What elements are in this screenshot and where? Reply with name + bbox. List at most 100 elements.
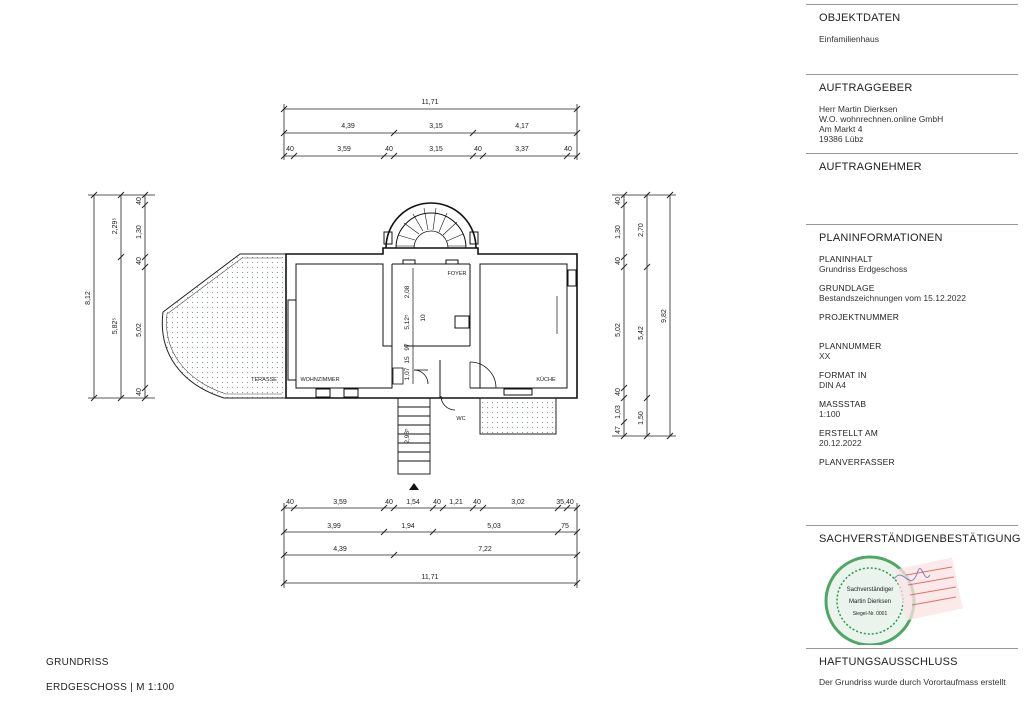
planverfasser-label: PLANVERFASSER — [819, 457, 895, 467]
spiral-staircase — [383, 202, 479, 249]
section-auftragnehmer: AUFTRAGNEHMER — [806, 153, 1018, 173]
dim-right-mid-a: 2,70 — [638, 223, 645, 237]
auftraggeber-line: Herr Martin Dierksen — [819, 104, 898, 114]
dim-bot-r1-g: 40 — [473, 499, 481, 506]
dim-bot-r2-a: 3,99 — [327, 523, 341, 530]
dim-int-e: 1,07 — [404, 367, 411, 380]
dim-bot-r1-h: 3,02 — [511, 499, 525, 506]
dim-top-total: 11,71 — [422, 99, 439, 106]
dim-right-in-b: 1,30 — [615, 225, 622, 239]
dim-top-r3-b: 3,59 — [337, 146, 351, 153]
dim-bot-total: 11,71 — [422, 574, 439, 581]
dim-top-r3-d: 3,15 — [429, 146, 443, 153]
auftraggeber-line: W.O. wohnrechnen.online GmbH — [819, 114, 944, 124]
dim-bot-r1-i: 35,40 — [556, 499, 574, 506]
dim-bot-r2-b: 1,94 — [401, 523, 415, 530]
dim-right-mid-b: 5,42 — [638, 326, 645, 340]
dim-top-r3-e: 40 — [474, 146, 482, 153]
massstab-label: MASSSTAB — [819, 399, 867, 409]
dimension-right — [612, 191, 676, 440]
terrace-outline-inner — [166, 257, 282, 395]
dim-right-in-e: 40 — [615, 388, 622, 396]
doors — [413, 361, 497, 411]
format-label: FORMAT IN — [819, 370, 867, 380]
objektdaten-text: Einfamilienhaus — [819, 34, 880, 44]
dim-int-f: 15 — [404, 356, 411, 364]
planinhalt-label: PLANINHALT — [819, 254, 873, 264]
dim-left-in-e: 40 — [136, 388, 143, 396]
drawing-subtitle: ERDGESCHOSS | M 1:100 — [46, 682, 175, 693]
certification-stamp: Sachverständiger Martin Dierksen Siegel-… — [824, 555, 963, 645]
dim-right-total: 9,82 — [661, 309, 668, 323]
section-objektdaten: OBJEKTDATEN Einfamilienhaus — [806, 4, 1018, 44]
room-label-wohnzimmer: WOHNZIMMER — [300, 377, 339, 383]
dim-top-r2-c: 4,17 — [515, 123, 529, 130]
auftraggeber-line: 19386 Lübz — [819, 134, 864, 144]
floor-plan-drawing: 11,71 4,39 3,15 4,17 40 3,59 40 3,15 40 … — [85, 99, 676, 588]
dim-left-in-c: 40 — [136, 257, 143, 265]
title-block: OBJEKTDATEN Einfamilienhaus AUFTRAGGEBER… — [806, 0, 1024, 709]
dim-bot-r3-a: 4,39 — [333, 546, 347, 553]
dim-int-c: 10 — [420, 314, 427, 322]
auftraggeber-line: Am Markt 4 — [819, 124, 863, 134]
dim-bot-r1-f: 1,21 — [449, 499, 463, 506]
entrance-stairs — [397, 397, 431, 475]
section-planinformationen: PLANINFORMATIONEN PLANINHALT Grundriss E… — [806, 224, 1018, 467]
dimension-bottom — [280, 503, 581, 588]
dim-int-b: 5,12⁵ — [404, 314, 411, 330]
haftung-title: HAFTUNGSAUSSCHLUSS — [819, 656, 958, 668]
format-value: DIN A4 — [819, 380, 846, 390]
dim-right-in-a: 40 — [615, 197, 622, 205]
planinhalt-value: Grundriss Erdgeschoss — [819, 264, 908, 274]
drawing-title: GRUNDRISS — [46, 657, 109, 668]
dim-right-in-d: 5,02 — [615, 323, 622, 337]
dim-left-mid-b: 5,82⁵ — [112, 318, 119, 335]
massstab-value: 1:100 — [819, 409, 841, 419]
section-haftung: HAFTUNGSAUSSCHLUSS Der Grundriss wurde d… — [806, 648, 1018, 687]
auftragnehmer-title: AUFTRAGNEHMER — [819, 161, 922, 173]
dim-bot-r2-d: 75 — [561, 523, 569, 530]
auftraggeber-title: AUFTRAGGEBER — [819, 82, 913, 94]
dim-top-r3-c: 40 — [385, 146, 393, 153]
dim-top-r2-a: 4,39 — [341, 123, 355, 130]
section-sachverstaendigen: SACHVERSTÄNDIGENBESTÄTIGUNG Sachverständ… — [806, 525, 1020, 645]
section-auftraggeber: AUFTRAGGEBER Herr Martin Dierksen W.O. w… — [806, 74, 1018, 144]
dim-left-mid-a: 2,29⁵ — [112, 218, 119, 235]
grundlage-value: Bestandszeichnungen vom 15.12.2022 — [819, 293, 966, 303]
dim-int-g: 2,98⁵ — [404, 428, 411, 444]
windows — [287, 259, 577, 398]
room-label-kueche: KÜCHE — [536, 376, 556, 383]
grundlage-label: GRUNDLAGE — [819, 283, 875, 293]
dim-int-d: 97 — [404, 343, 411, 351]
stamp-line: Siegel-Nr. 0001 — [853, 611, 888, 617]
dim-bot-r1-b: 3,59 — [333, 499, 347, 506]
dim-left-in-b: 1,30 — [136, 225, 143, 239]
dim-right-mid-c: 1,50 — [638, 411, 645, 425]
dim-int-a: 2,08 — [404, 285, 411, 298]
stamp-line: Sachverständiger — [847, 587, 894, 593]
dimension-left — [88, 191, 155, 402]
dim-top-r3-a: 40 — [286, 146, 294, 153]
entrance-arrow-icon — [409, 483, 419, 490]
dim-bot-r1-a: 40 — [286, 499, 294, 506]
room-label-wc: WC — [456, 416, 465, 422]
dim-bot-r2-c: 5,03 — [487, 523, 501, 530]
haftung-text: Der Grundriss wurde durch Vorortaufmass … — [819, 677, 1006, 687]
projektnummer-label: PROJEKTNUMMER — [819, 312, 900, 322]
dimension-top — [280, 104, 581, 160]
dim-right-in-c: 40 — [615, 257, 622, 265]
terrace-area — [161, 253, 287, 399]
stamp-line: Martin Dierksen — [849, 599, 891, 605]
dim-right-in-g: 47 — [615, 426, 622, 434]
objektdaten-title: OBJEKTDATEN — [819, 12, 901, 24]
building-walls — [285, 247, 578, 399]
dim-left-in-d: 5,02 — [136, 323, 143, 337]
plannummer-label: PLANNUMMER — [819, 341, 882, 351]
kitchen-terrace — [479, 397, 557, 435]
erstellt-label: ERSTELLT AM — [819, 428, 879, 438]
planinfo-title: PLANINFORMATIONEN — [819, 232, 943, 244]
dim-right-in-f: 1,03 — [615, 405, 622, 419]
dim-bot-r3-b: 7,22 — [478, 546, 492, 553]
dim-left-in-a: 40 — [136, 197, 143, 205]
plannummer-value: XX — [819, 351, 831, 361]
